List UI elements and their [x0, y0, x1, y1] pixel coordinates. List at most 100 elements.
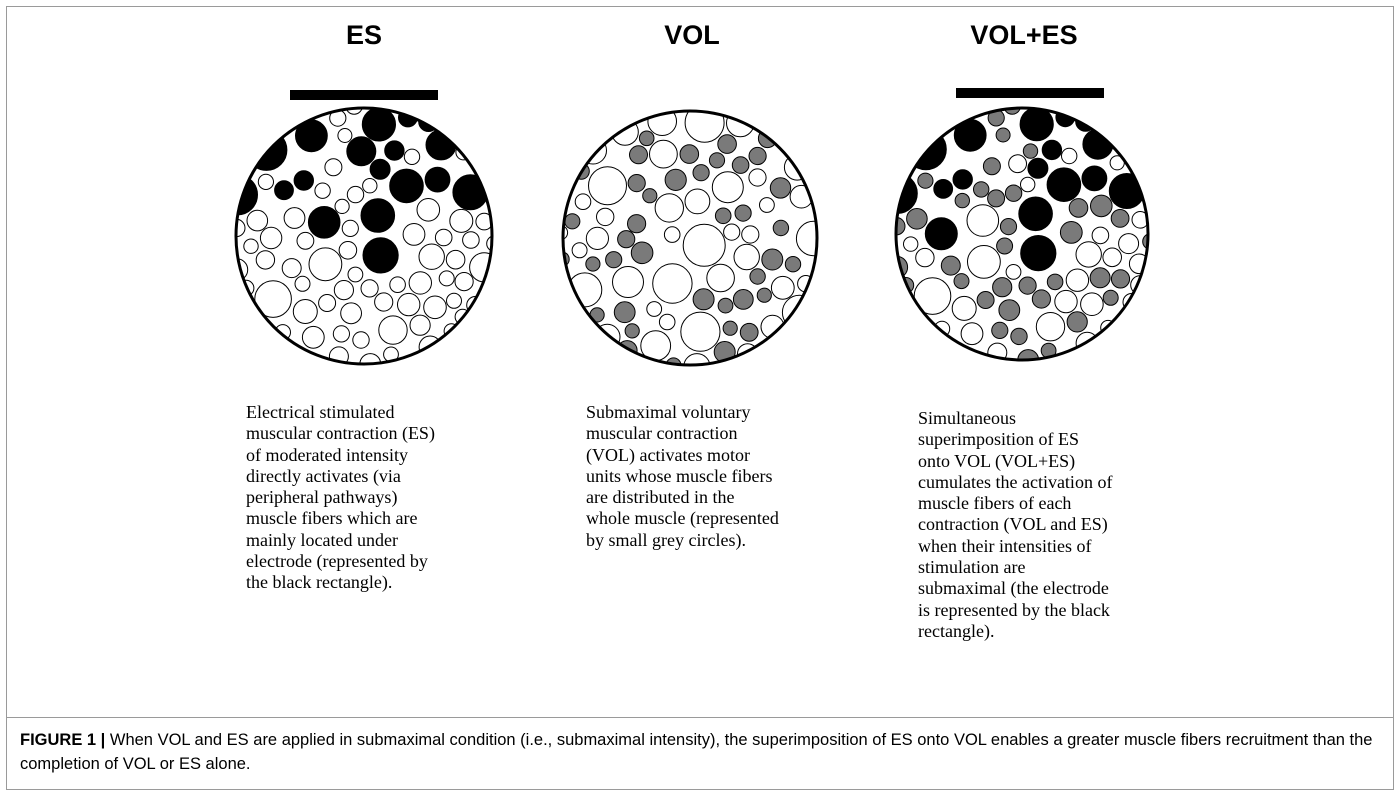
inactive-fiber	[254, 280, 292, 318]
inactive-fiber	[397, 292, 421, 317]
vol-activated-fiber	[1046, 273, 1064, 291]
inactive-fiber	[449, 208, 474, 233]
figure-caption-text: When VOL and ES are applied in submaxima…	[20, 731, 1373, 773]
inactive-fiber	[1019, 176, 1036, 193]
inactive-fiber	[332, 325, 350, 343]
inactive-fiber	[759, 197, 775, 213]
vol-activated-fiber	[1022, 143, 1039, 159]
es-activated-fiber	[360, 198, 396, 233]
inactive-fiber	[418, 243, 445, 270]
vol-activated-fiber	[624, 323, 640, 339]
vol-activated-fiber	[1066, 311, 1088, 333]
inactive-fiber	[359, 353, 382, 364]
inactive-fiber	[741, 225, 760, 244]
inactive-fiber	[360, 279, 379, 298]
es-activated-fiber	[361, 108, 396, 142]
inactive-fiber	[960, 322, 984, 346]
inactive-fiber	[301, 325, 325, 349]
es-activated-fiber	[1027, 157, 1049, 179]
panel-title-es: ES	[345, 20, 383, 50]
inactive-fiber	[563, 224, 569, 241]
inactive-fiber	[1131, 211, 1148, 229]
vol-activated-fiber	[739, 322, 759, 342]
inactive-fiber	[1005, 264, 1022, 280]
inactive-fiber	[341, 219, 359, 237]
inactive-fiber	[486, 235, 492, 252]
es-activated-fiber	[1081, 165, 1108, 192]
vol-activated-fiber	[1010, 327, 1028, 346]
inactive-fiber	[682, 223, 726, 267]
inactive-fiber	[362, 178, 378, 194]
es-activated-fiber	[452, 174, 489, 211]
inactive-fiber	[913, 277, 952, 315]
panel-title-vol: VOL	[664, 20, 720, 50]
vol-activated-fiber	[982, 157, 1001, 176]
vol-activated-fiber	[731, 156, 750, 174]
vol-activated-fiber	[734, 204, 752, 222]
vol-activated-fiber	[995, 127, 1011, 143]
inactive-fiber	[596, 207, 615, 227]
inactive-fiber	[579, 136, 607, 165]
inactive-fiber	[1075, 241, 1102, 268]
es-activated-fiber	[293, 170, 314, 191]
inactive-fiber	[1054, 289, 1078, 314]
inactive-fiber	[259, 226, 283, 250]
inactive-fiber	[1091, 226, 1110, 245]
vol-activated-fiber	[714, 207, 732, 225]
vol-activated-fiber	[722, 320, 738, 336]
es-activated-fiber	[346, 136, 377, 167]
muscle-cross-section-vol-es	[894, 106, 1150, 362]
es-activated-fiber	[274, 180, 294, 201]
inactive-fiber	[967, 245, 1001, 279]
es-activated-fiber	[1019, 108, 1054, 142]
inactive-fiber	[658, 313, 676, 331]
vol-activated-fiber	[679, 144, 700, 164]
inactive-fiber	[402, 223, 426, 246]
inactive-fiber	[333, 280, 354, 301]
vol-activated-fiber	[717, 134, 737, 154]
muscle-cross-section-es	[234, 106, 494, 366]
inactive-fiber	[462, 231, 480, 249]
inactive-fiber	[338, 241, 358, 260]
inactive-fiber	[683, 353, 711, 365]
inactive-fiber	[378, 315, 408, 345]
es-activated-fiber	[1041, 139, 1063, 161]
inactive-fiber	[1080, 292, 1104, 317]
inactive-fiber	[951, 295, 977, 321]
inactive-fiber	[255, 250, 276, 270]
vol-activated-fiber	[954, 192, 970, 209]
inactive-fiber	[588, 166, 627, 206]
vol-activated-fiber	[917, 172, 934, 189]
es-activated-fiber	[362, 237, 399, 274]
vol-activated-fiber	[1089, 267, 1111, 289]
inactive-fiber	[1008, 154, 1027, 174]
vol-activated-fiber	[564, 213, 581, 230]
inactive-fiber	[416, 198, 441, 222]
muscle-cross-section-vol	[561, 109, 819, 367]
inactive-fiber	[585, 226, 610, 250]
vol-activated-fiber	[638, 130, 655, 147]
inactive-fiber	[475, 212, 492, 231]
inactive-fiber	[257, 173, 274, 190]
inactive-fiber	[408, 271, 432, 295]
vol-activated-fiber	[748, 146, 767, 166]
inactive-fiber	[434, 228, 453, 247]
inactive-fiber	[409, 314, 431, 336]
es-activated-fiber	[307, 206, 341, 239]
vol-activated-fiber	[769, 177, 792, 199]
es-activated-fiber	[905, 128, 947, 171]
vol-activated-fiber	[627, 174, 646, 193]
inactive-fiber	[646, 301, 663, 317]
es-activated-fiber	[933, 179, 954, 199]
inactive-fiber	[574, 193, 592, 210]
vol-activated-fiber	[692, 164, 710, 182]
inactive-fiber	[903, 236, 919, 252]
inactive-fiber	[294, 275, 311, 292]
electrode-bar-es	[290, 90, 438, 100]
vol-activated-fiber	[1004, 184, 1023, 202]
panel-description-vol: Submaximal voluntary muscular contractio…	[586, 402, 779, 550]
vol-activated-fiber	[1068, 198, 1089, 218]
vol-activated-fiber	[992, 277, 1013, 298]
caption-divider	[6, 717, 1394, 718]
